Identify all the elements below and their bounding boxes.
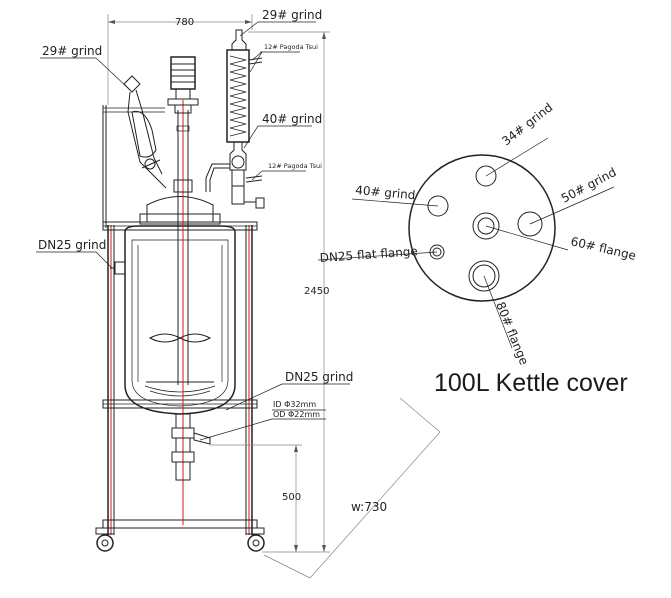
- port-40: [427, 195, 449, 217]
- label-dn25-left: DN25 grind: [38, 238, 106, 252]
- cover-port-dn25-label: DN25 flat flange: [319, 244, 418, 265]
- dim-depth: w:730: [351, 500, 387, 514]
- support-frame: [102, 105, 258, 535]
- caster-right: [245, 527, 265, 552]
- port-dn25-outer: [429, 244, 445, 260]
- label-id: ID Φ32mm: [273, 400, 316, 409]
- cover-leaders: [317, 137, 615, 349]
- label-od: OD Φ22mm: [273, 410, 320, 419]
- condenser: [205, 29, 265, 209]
- dim-width: 780: [175, 17, 194, 28]
- port-80-outer: [468, 260, 500, 292]
- port-60-outer: [472, 212, 500, 240]
- dropping-funnel: [123, 75, 167, 189]
- cover-port-40-label: 40# grind: [355, 183, 416, 202]
- dim-height: 2450: [304, 286, 329, 297]
- port-60-inner: [477, 217, 495, 235]
- label-top-grind: 29# grind: [262, 8, 322, 22]
- cover-port-60-label: 60# flange: [569, 234, 637, 263]
- cover-port-34-label: 34# grind: [499, 100, 555, 148]
- reactor-leaders: [36, 21, 350, 441]
- dim-base-height: 500: [282, 492, 301, 503]
- label-dn25-bottom: DN25 grind: [285, 370, 353, 384]
- label-pagoda-mid: 12# Pagoda Tsui: [268, 162, 322, 170]
- port-50: [517, 211, 543, 237]
- reaction-vessel: [110, 196, 236, 415]
- label-grind-40: 40# grind: [262, 112, 322, 126]
- caster-left: [95, 527, 115, 552]
- cover-port-80-label: 80# flange: [493, 300, 531, 367]
- cover-title: 100L Kettle cover: [434, 369, 628, 397]
- stirrer-assembly: [167, 56, 199, 525]
- label-pagoda-top: 12# Pagoda Tsui: [264, 43, 318, 51]
- port-80-inner: [472, 264, 496, 288]
- cover-port-50-label: 50# grind: [559, 165, 619, 206]
- port-34: [475, 165, 497, 187]
- kettle-cover: [408, 154, 556, 302]
- dimension-lines: [107, 14, 441, 579]
- bottom-discharge-valve: [171, 413, 211, 481]
- label-side-grind: 29# grind: [42, 44, 102, 58]
